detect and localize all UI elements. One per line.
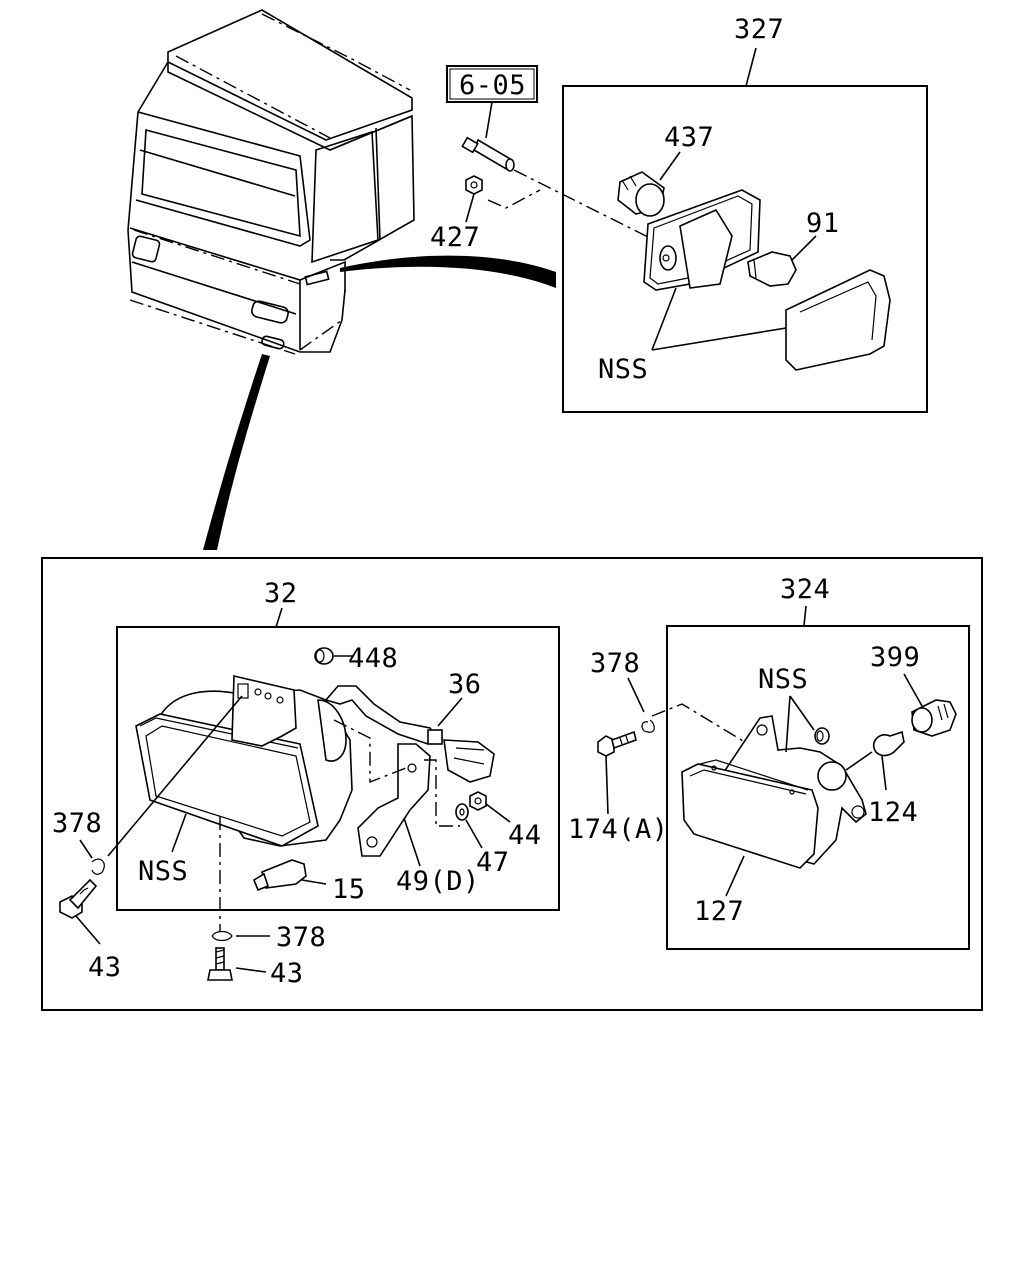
label-47: 47 (476, 847, 510, 878)
bulb-socket-437 (617, 171, 665, 217)
bolt-43-bottom (207, 947, 233, 981)
pointer-to-side-lamp (340, 255, 556, 288)
ref-6-05-group: 6-05 427 (430, 65, 651, 253)
harness-36 (324, 685, 495, 783)
label-44: 44 (508, 820, 542, 851)
label-91: 91 (806, 208, 840, 239)
label-174a: 174(A) (568, 814, 669, 845)
label-124: 124 (868, 797, 918, 828)
washer-378-left (91, 858, 105, 875)
detail-box-32: 32 36 448 (107, 578, 560, 911)
label-nss-upper: NSS (598, 354, 648, 385)
bulb-91 (747, 251, 797, 287)
label-32: 32 (264, 578, 298, 609)
fog-lamp-body (135, 674, 353, 847)
washer-378-mid (641, 719, 655, 733)
bolt-43-left (59, 878, 98, 919)
label-437: 437 (664, 122, 714, 153)
pointer-to-fog-lamp (203, 354, 270, 550)
label-15: 15 (332, 874, 366, 905)
washer-47 (455, 803, 469, 821)
plug-nss-right (814, 727, 830, 745)
label-327: 327 (734, 14, 784, 45)
label-427: 427 (430, 222, 480, 253)
label-nss-left: NSS (138, 856, 188, 887)
label-324: 324 (780, 574, 830, 605)
label-36: 36 (448, 669, 482, 700)
label-448: 448 (348, 643, 398, 674)
label-49d: 49(D) (396, 866, 480, 897)
fog-lamp-324-body (681, 715, 867, 869)
bulb-124 (872, 730, 905, 757)
bolt-174a (597, 730, 637, 757)
label-127: 127 (694, 896, 744, 927)
side-lamp-lens-cover (785, 269, 891, 371)
label-43-bottom: 43 (270, 958, 304, 989)
socket-399 (911, 699, 957, 737)
plug-448 (314, 647, 334, 665)
nut-44 (469, 791, 487, 811)
label-43-left: 43 (88, 952, 122, 983)
label-ref-6-05: 6-05 (459, 70, 526, 101)
bulb-15 (253, 859, 307, 892)
label-399: 399 (870, 642, 920, 673)
detail-box-327: 327 437 91 NSS (562, 14, 928, 413)
label-378-bottom: 378 (276, 922, 326, 953)
label-378-mid: 378 (590, 648, 640, 679)
detail-box-324: 324 NSS 124 (666, 574, 970, 950)
washer-378-bottom (211, 930, 233, 942)
side-turn-lamp-housing (643, 189, 761, 291)
label-378-left: 378 (52, 808, 102, 839)
label-nss-right: NSS (758, 664, 808, 695)
truck-cab-illustration (127, 9, 415, 355)
lower-frame (41, 557, 983, 1011)
bracket-49d (357, 743, 431, 857)
